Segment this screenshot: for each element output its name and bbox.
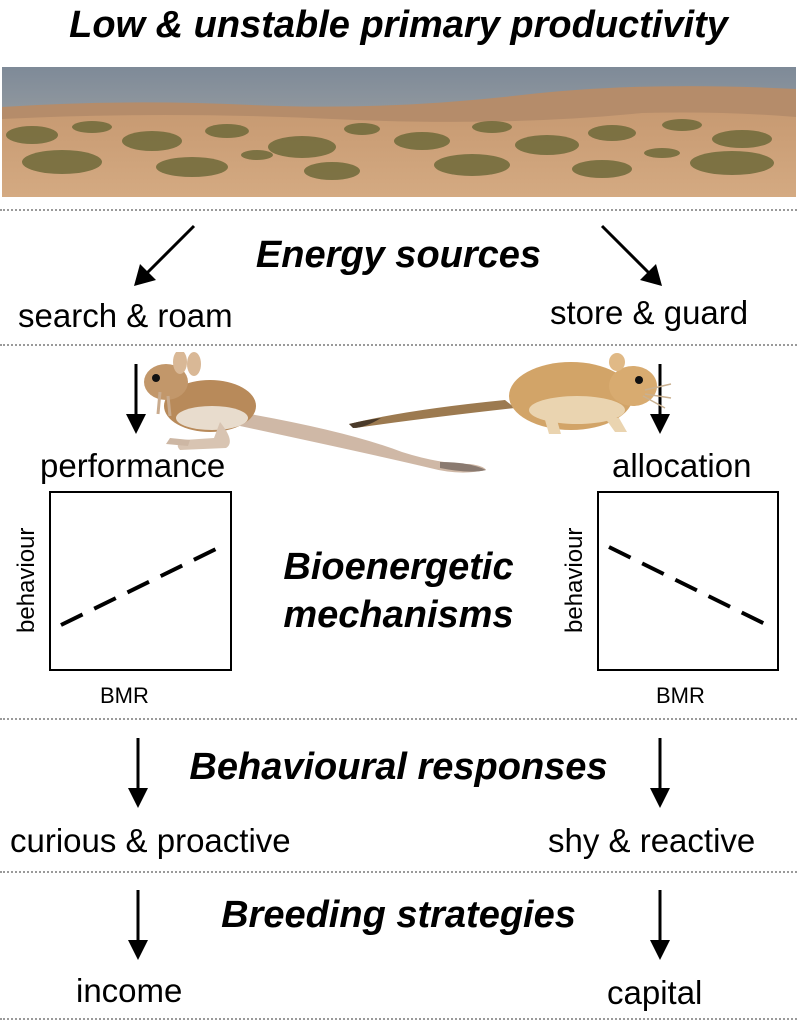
- gerbil-illustration: [349, 353, 672, 434]
- section-divider: [0, 209, 797, 211]
- allocation-label: allocation: [612, 447, 752, 484]
- section-divider: [0, 718, 797, 720]
- performance-trend-line: [60, 545, 221, 627]
- curious-proactive-label: curious & proactive: [10, 822, 291, 859]
- performance-plot-frame: [49, 491, 232, 671]
- bioenergetic-heading-line1: Bioenergetic: [283, 546, 514, 588]
- breeding-strategies-heading: Breeding strategies: [221, 894, 576, 936]
- allocation-plot-frame: [597, 491, 779, 671]
- energy-sources-heading: Energy sources: [255, 234, 542, 276]
- section-divider: [0, 344, 797, 346]
- arrow-down-icon: [128, 738, 148, 808]
- performance-plot: [60, 545, 221, 627]
- diagram-title: Low & unstable primary productivity: [69, 4, 728, 46]
- allocation-plot: [608, 545, 768, 627]
- shy-reactive-label: shy & reactive: [548, 822, 756, 859]
- capital-label: capital: [607, 974, 703, 1011]
- income-label: income: [76, 972, 183, 1009]
- section-divider: [0, 1018, 797, 1020]
- bioenergetic-mechanisms-heading: Bioenergetic mechanisms: [250, 543, 547, 639]
- arrow-down-icon: [650, 890, 670, 960]
- performance-plot-ylabel: behaviour: [13, 527, 40, 633]
- section-divider: [0, 871, 797, 873]
- jerboa-illustration: [144, 352, 486, 473]
- arrow-down-left-icon: [134, 224, 196, 286]
- arrow-down-icon: [128, 890, 148, 960]
- allocation-trend-line: [608, 545, 768, 627]
- performance-label: performance: [40, 447, 226, 484]
- store-guard-label: store & guard: [550, 294, 749, 331]
- allocation-plot-ylabel: behaviour: [561, 527, 588, 633]
- search-roam-label: search & roam: [18, 297, 233, 334]
- arrow-down-icon: [650, 738, 670, 808]
- behavioural-responses-heading: Behavioural responses: [189, 746, 608, 788]
- desert-landscape-photo: [2, 67, 796, 197]
- arrow-down-icon: [650, 364, 670, 434]
- performance-plot-xlabel: BMR: [100, 683, 149, 708]
- allocation-plot-xlabel: BMR: [656, 683, 705, 708]
- arrow-down-icon: [126, 364, 146, 434]
- bioenergetic-heading-line2: mechanisms: [283, 594, 514, 636]
- arrow-down-right-icon: [600, 224, 662, 286]
